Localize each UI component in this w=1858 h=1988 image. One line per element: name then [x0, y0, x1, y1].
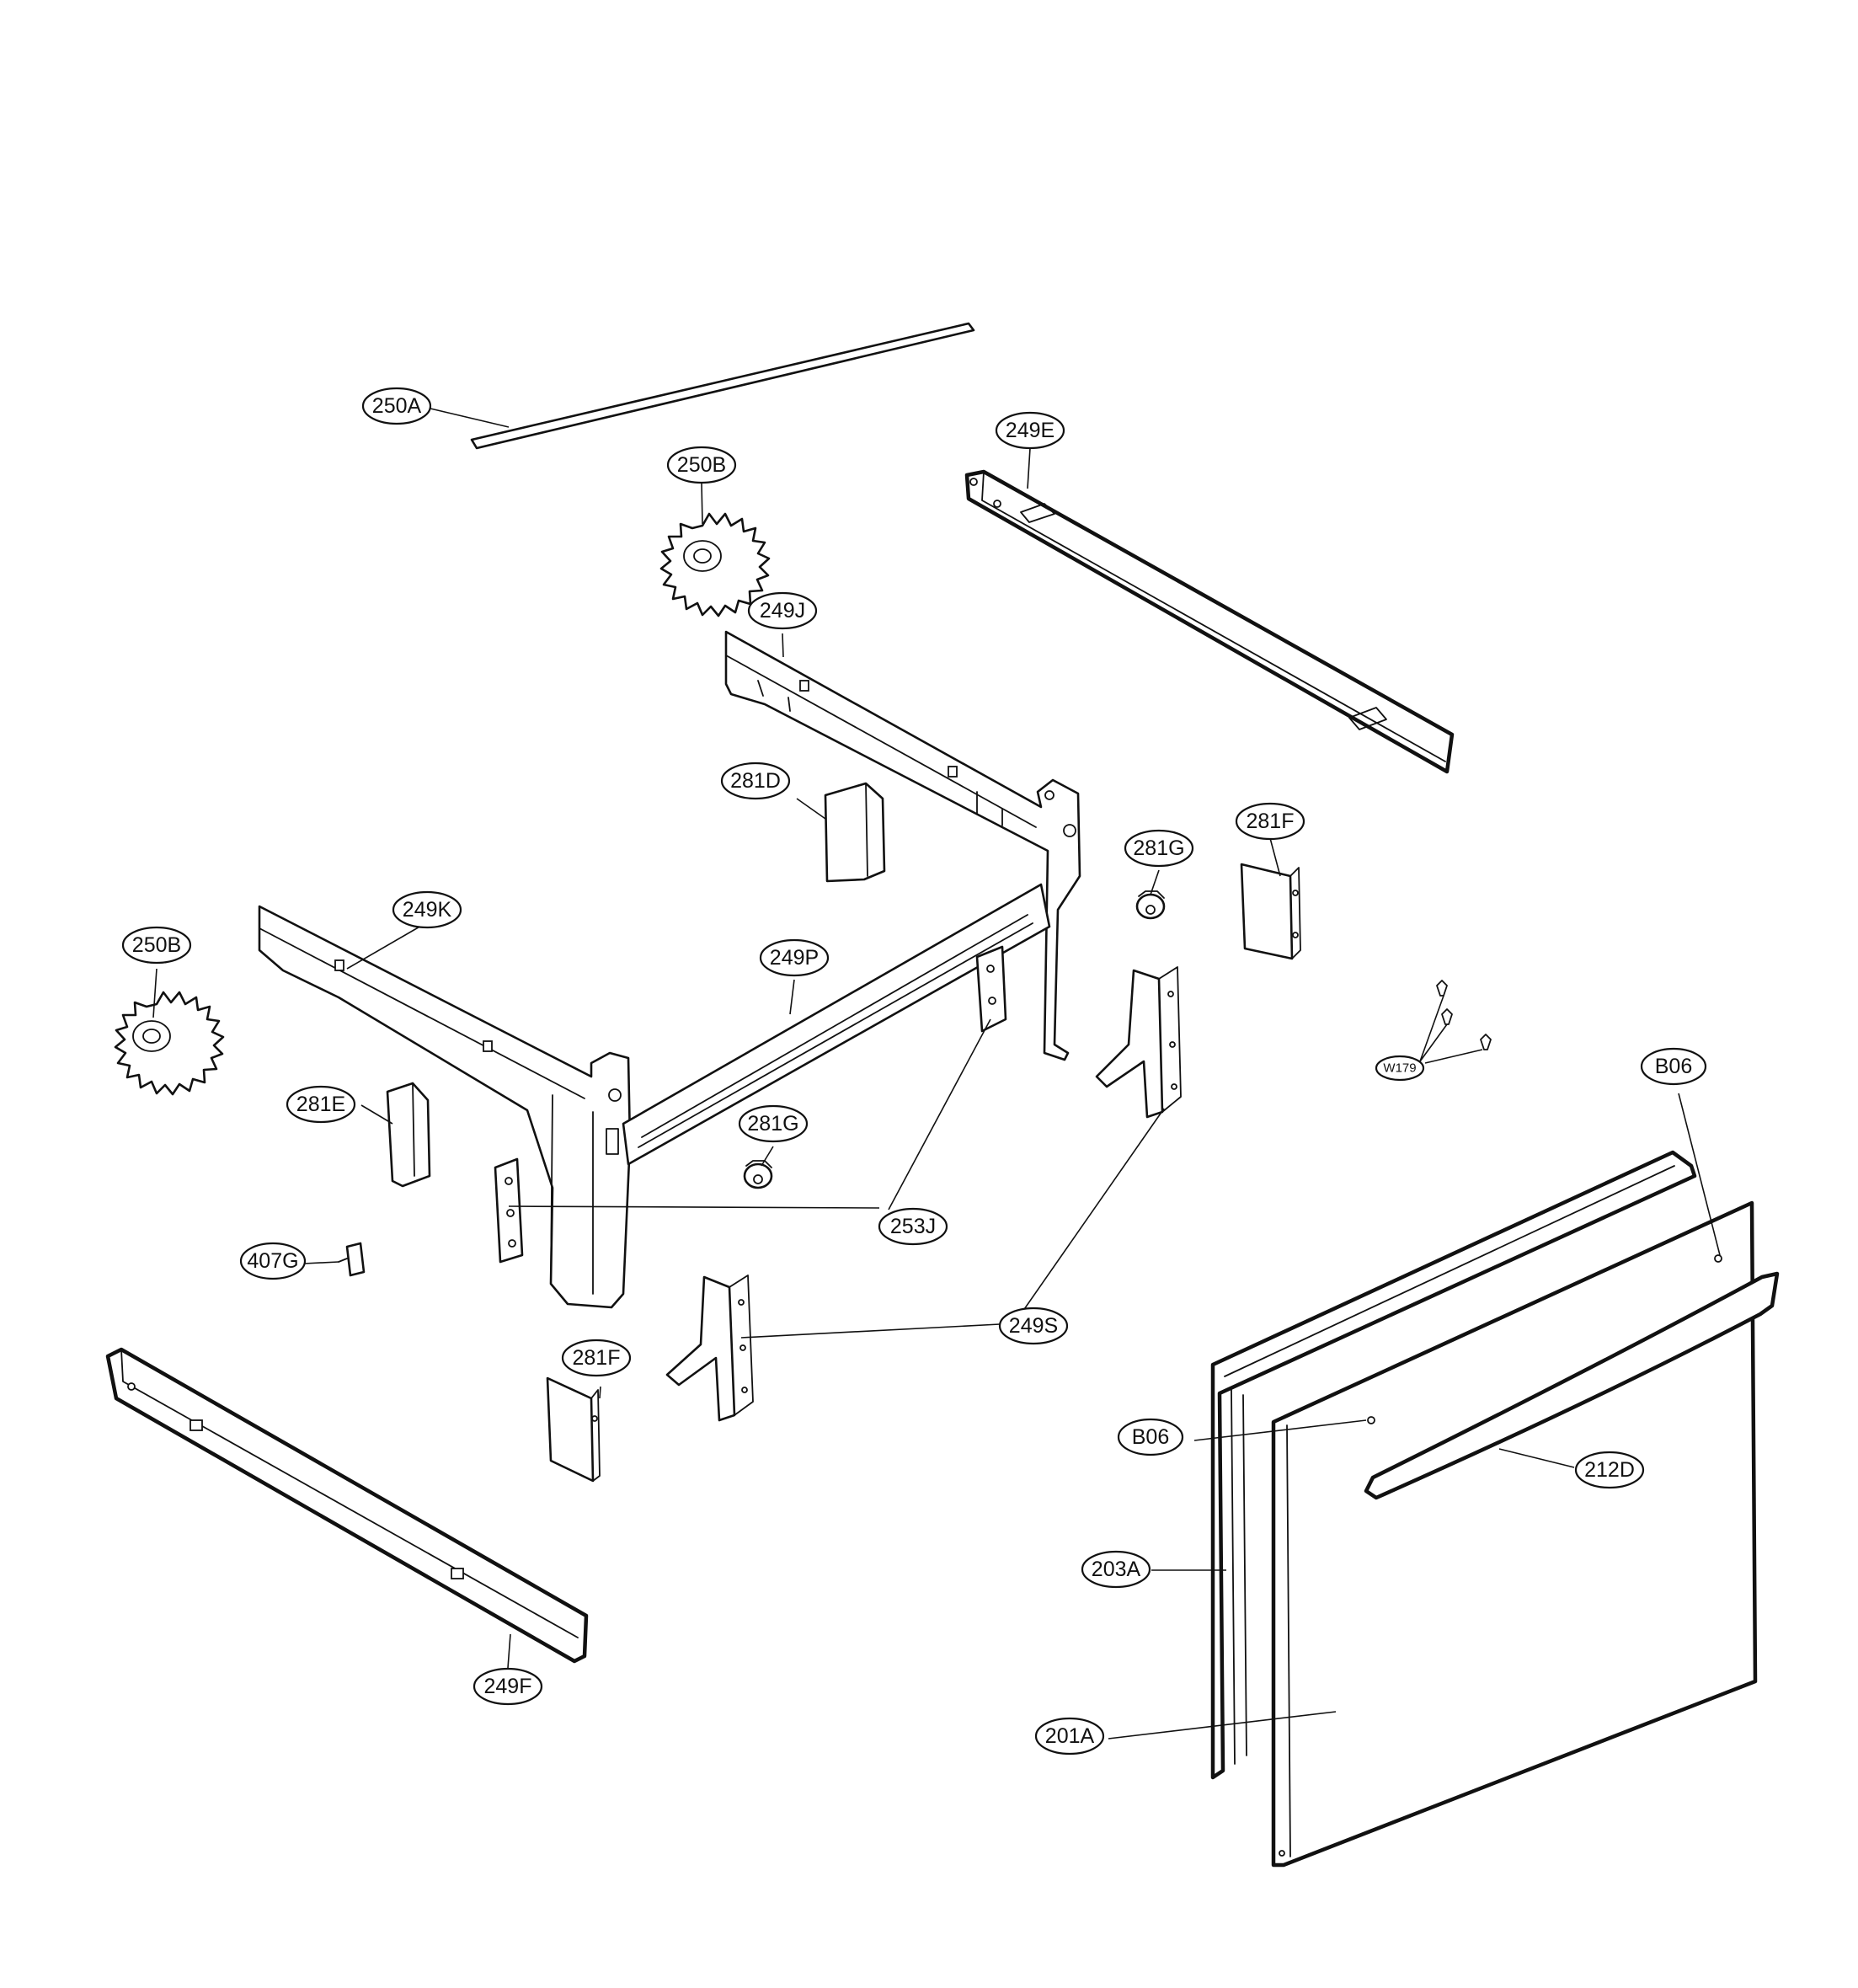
callout-250A-label: 250A: [372, 394, 422, 418]
callout-281E: 281E: [286, 1085, 356, 1124]
callout-249J: 249J: [747, 591, 818, 630]
callout-249F: 249F: [473, 1667, 543, 1706]
part-249S-hinge-front: [665, 1275, 754, 1422]
part-281F-cover-right: [1240, 863, 1301, 960]
callout-249K-label: 249K: [403, 898, 452, 922]
callout-250B-top-label: 250B: [677, 453, 726, 477]
callout-249S: 249S: [998, 1307, 1069, 1345]
callout-B06-top-label: B06: [1655, 1055, 1692, 1078]
callout-281F-right-label: 281F: [1247, 810, 1295, 833]
callout-281F-low: 281F: [561, 1339, 632, 1377]
leader-lines: [152, 408, 1721, 1740]
callout-281D-label: 281D: [730, 769, 781, 793]
callout-281F-low-label: 281F: [573, 1346, 621, 1370]
callout-249E-label: 249E: [1006, 419, 1054, 442]
part-407G-clip: [338, 1242, 366, 1277]
callout-249F-label: 249F: [484, 1675, 532, 1698]
part-249F-rail: [105, 1347, 589, 1664]
callout-250B-top: 250B: [666, 446, 737, 484]
part-249S-hinge-back: [1095, 966, 1182, 1119]
callout-250B-left: 250B: [121, 926, 192, 965]
callout-201A: 201A: [1034, 1717, 1105, 1756]
part-281E-cover: [386, 1082, 431, 1188]
callout-249J-label: 249J: [760, 599, 805, 623]
callout-281D: 281D: [720, 762, 791, 800]
part-212D-handle: [1364, 1271, 1780, 1500]
callout-201A-label: 201A: [1045, 1724, 1095, 1748]
callout-281G-top: 281G: [1124, 829, 1194, 868]
part-281G-clip-mid: [743, 1160, 773, 1189]
part-253J-hinge-back: [975, 945, 1007, 1033]
part-250B-gear-top: [659, 512, 771, 617]
part-281G-clip-top: [1135, 890, 1166, 920]
callout-281G-mid-label: 281G: [747, 1112, 798, 1136]
callout-281F-right: 281F: [1235, 802, 1305, 841]
callout-249S-label: 249S: [1009, 1314, 1058, 1338]
part-249K-bracket: [258, 905, 632, 1309]
callout-250A: 250A: [361, 387, 432, 425]
callout-212D: 212D: [1574, 1451, 1645, 1489]
callout-281G-mid: 281G: [738, 1104, 809, 1143]
callout-W179: W179: [1375, 1055, 1425, 1082]
part-281F-cover-low: [546, 1376, 601, 1483]
callout-203A-label: 203A: [1092, 1558, 1141, 1581]
callout-407G-label: 407G: [247, 1249, 298, 1273]
part-249P-crossmember: [622, 883, 1051, 1166]
callout-253J-label: 253J: [890, 1215, 936, 1238]
part-253J-hinge-front: [494, 1157, 524, 1264]
part-249E-rail: [964, 469, 1455, 774]
part-W179-screws: [1436, 980, 1492, 1050]
callout-249K: 249K: [392, 890, 462, 929]
callout-B06-mid-label: B06: [1132, 1425, 1169, 1449]
callout-W179-label: W179: [1383, 1061, 1416, 1076]
callout-281G-top-label: 281G: [1133, 836, 1184, 860]
part-250A-rod: [470, 322, 975, 450]
callout-281E-label: 281E: [296, 1093, 345, 1116]
callout-B06-top: B06: [1640, 1047, 1707, 1086]
callout-203A: 203A: [1081, 1550, 1151, 1589]
callout-B06-mid: B06: [1117, 1418, 1184, 1456]
callout-249P-label: 249P: [770, 946, 819, 970]
part-281D-cover: [824, 782, 886, 883]
callout-407G: 407G: [239, 1242, 307, 1280]
part-250B-gear-left: [114, 991, 225, 1096]
part-203A-door-frame: [1210, 1150, 1697, 1780]
callout-253J: 253J: [878, 1207, 948, 1246]
callout-250B-left-label: 250B: [132, 933, 181, 957]
callout-212D-label: 212D: [1584, 1458, 1635, 1482]
callout-249P: 249P: [759, 938, 830, 977]
callout-249E: 249E: [995, 411, 1065, 450]
part-249J-bracket: [724, 630, 1081, 1061]
